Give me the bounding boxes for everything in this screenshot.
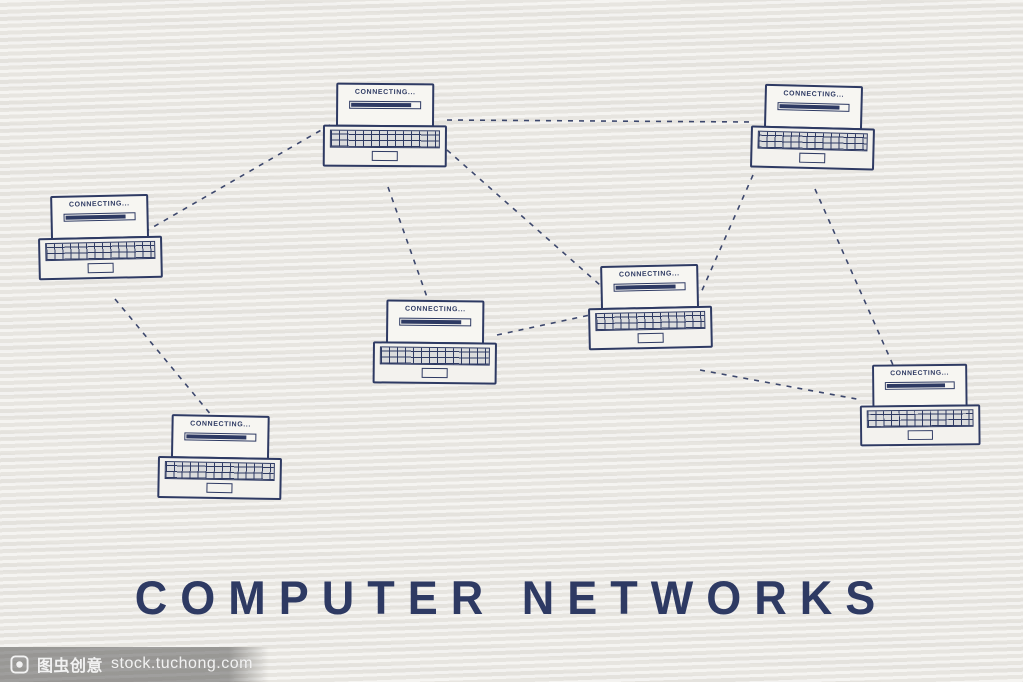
laptop-screen: CONNECTING... <box>385 299 485 345</box>
connecting-label: CONNECTING... <box>404 305 466 314</box>
trackpad <box>421 367 448 379</box>
connection-line <box>387 186 429 301</box>
laptop-center: CONNECTING... <box>372 299 498 385</box>
laptop-screen: CONNECTING... <box>170 414 270 460</box>
progress-fill <box>351 102 412 108</box>
laptop-top-right: CONNECTING... <box>749 83 876 171</box>
laptop-base <box>38 235 163 281</box>
progress-fill <box>186 434 247 440</box>
keyboard <box>866 409 974 428</box>
trackpad <box>637 332 664 344</box>
laptop-base <box>749 125 875 171</box>
progress-fill <box>886 383 946 388</box>
connection-line <box>147 124 331 231</box>
progress-bar <box>349 100 422 110</box>
trackpad <box>87 262 114 274</box>
trackpad <box>206 482 233 494</box>
watermark-site: stock.tuchong.com <box>111 655 253 672</box>
tuchong-logo-icon <box>10 654 29 674</box>
laptop-base <box>588 305 713 351</box>
progress-fill <box>401 319 462 325</box>
trackpad <box>907 430 933 441</box>
progress-bar <box>777 102 850 112</box>
watermark-brand: 图虫创意 <box>37 658 104 675</box>
connecting-label: CONNECTING... <box>783 90 845 99</box>
connecting-label: CONNECTING... <box>68 200 130 209</box>
keyboard <box>595 310 706 332</box>
laptop-left: CONNECTING... <box>37 193 163 281</box>
laptop-base <box>859 404 981 447</box>
progress-fill <box>65 214 126 220</box>
connection-line <box>496 314 591 336</box>
laptop-bottom-left: CONNECTING... <box>157 414 282 501</box>
laptop-screen: CONNECTING... <box>763 83 864 131</box>
laptop-base <box>322 124 447 168</box>
laptop-screen: CONNECTING... <box>872 363 968 408</box>
progress-bar <box>399 317 472 327</box>
connection-line <box>446 119 752 123</box>
progress-fill <box>615 284 676 290</box>
connection-line <box>814 188 894 366</box>
connecting-label: CONNECTING... <box>618 270 680 279</box>
trackpad <box>371 150 398 162</box>
keyboard <box>329 129 440 149</box>
laptop-base <box>157 455 282 501</box>
keyboard <box>379 346 490 366</box>
laptop-center-right: CONNECTING... <box>587 263 713 351</box>
connection-line <box>114 298 213 417</box>
connecting-label: CONNECTING... <box>890 369 950 378</box>
laptop-base <box>372 341 497 385</box>
laptop-screen: CONNECTING... <box>600 263 700 311</box>
progress-bar <box>613 282 686 292</box>
laptop-right: CONNECTING... <box>859 363 981 447</box>
progress-bar <box>184 432 257 442</box>
laptop-screen: CONNECTING... <box>335 82 435 128</box>
keyboard <box>164 461 275 481</box>
connection-line <box>446 149 601 286</box>
progress-fill <box>779 104 840 110</box>
connecting-label: CONNECTING... <box>190 420 251 429</box>
keyboard <box>757 130 868 152</box>
keyboard <box>45 240 156 262</box>
laptop-top-center: CONNECTING... <box>322 82 448 168</box>
page-title: COMPUTER NETWORKS <box>134 570 889 625</box>
laptop-screen: CONNECTING... <box>50 193 150 241</box>
progress-bar <box>63 212 136 222</box>
connecting-label: CONNECTING... <box>354 88 416 97</box>
trackpad <box>799 152 826 164</box>
watermark-bar: 图虫创意 stock.tuchong.com <box>0 647 269 682</box>
progress-bar <box>884 381 955 390</box>
connection-line <box>699 369 863 401</box>
